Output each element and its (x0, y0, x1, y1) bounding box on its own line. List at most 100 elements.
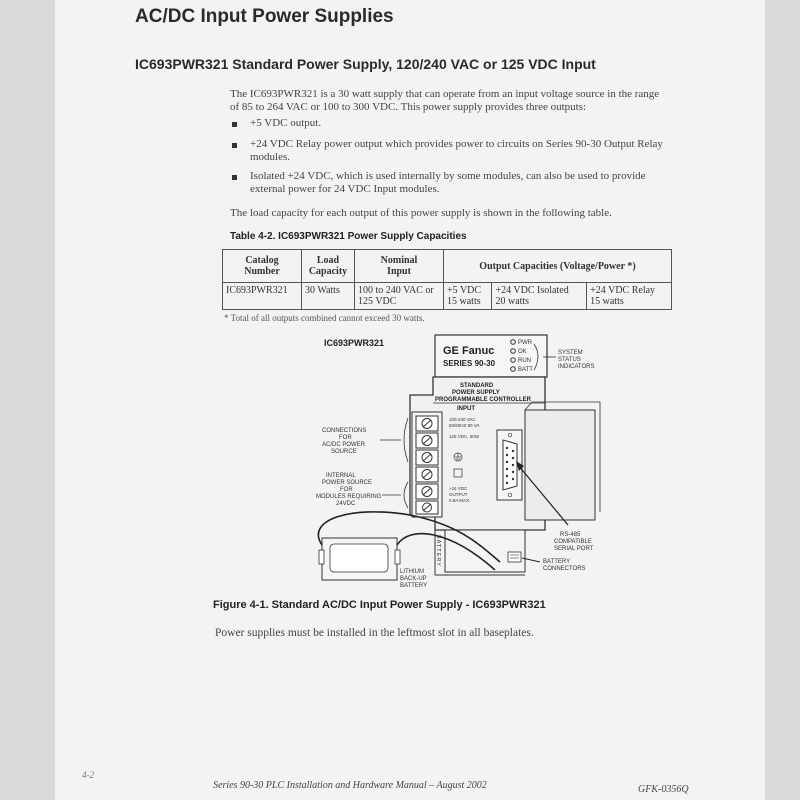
terminal-screw (415, 466, 439, 483)
polarity-icon (453, 468, 463, 478)
figure-caption: Figure 4-1. Standard AC/DC Input Power S… (213, 599, 546, 611)
cell-load: 30 Watts (301, 282, 355, 310)
series-label: SERIES 90-30 (443, 359, 496, 368)
header-line: PROGRAMMABLE CONTROLLER (435, 397, 532, 403)
cell-input: 100 to 240 VAC or 125 VDC (354, 282, 444, 310)
power-supply-diagram: IC693PWR321 GE Fanuc SERIES 90-30 PWR OK… (316, 334, 601, 589)
cell-catalog: IC693PWR321 (222, 282, 302, 310)
connections-label: FOR (339, 435, 352, 441)
battery-wire (396, 532, 496, 571)
status-bracket (533, 343, 539, 371)
output-power: 15 watts (447, 296, 481, 307)
brand-label: GE Fanuc (443, 345, 494, 357)
status-label: INDICATORS (558, 364, 594, 370)
led-ok (510, 348, 516, 354)
load-capacity-text: The load capacity for each output of thi… (230, 207, 612, 219)
connections-label: SOURCE (331, 449, 357, 455)
header-outputs: Output Capacities (Voltage/Power *) (443, 249, 672, 283)
intro-line: The IC693PWR321 is a 30 watt supply that… (230, 88, 660, 100)
internal-label: MODULES REQUIRING (316, 494, 382, 500)
connections-label: AC/DC POWER (322, 442, 366, 448)
connections-label: CONNECTIONS (322, 428, 366, 434)
output-voltage: +24 VDC Relay (590, 285, 656, 296)
bullet-marker (232, 143, 237, 148)
footer-doc-id: GFK-0356Q (638, 784, 689, 795)
led-label: PWR (518, 340, 533, 346)
output-rating: +24 VDC (449, 486, 468, 491)
model-label: IC693PWR321 (324, 338, 384, 348)
table-caption: Table 4-2. IC693PWR321 Power Supply Capa… (230, 231, 467, 242)
rs485-label: COMPATIBLE (554, 539, 592, 545)
battery-connectors-label: BATTERY (543, 559, 570, 565)
section-title: AC/DC Input Power Supplies (135, 6, 394, 27)
status-label: SYSTEM (558, 350, 583, 356)
output-voltage: +24 VDC Isolated (495, 285, 569, 296)
output-power: 20 watts (495, 296, 530, 307)
rs485-label: SERIAL PORT (554, 546, 594, 552)
rs485-label: RS-485 (560, 532, 581, 538)
terminal-screw (415, 500, 439, 515)
bullet-line: external power for 24 VDC Input modules. (250, 183, 440, 195)
internal-bracket (403, 481, 409, 509)
terminal-screw (415, 449, 439, 466)
header-input: Nominal Input (354, 249, 444, 283)
led-label: RUN (518, 358, 531, 364)
intro-line: of 85 to 264 VAC or 100 to 300 VDC. This… (230, 101, 587, 113)
connections-bracket (403, 417, 409, 463)
output-power: 15 watts (590, 296, 624, 307)
bullet-item: +24 VDC Relay power output which provide… (250, 138, 663, 164)
status-label: STATUS (558, 357, 581, 363)
terminal-screw (415, 432, 439, 449)
terminal-screw (415, 483, 439, 500)
bullet-line: +24 VDC Relay power output which provide… (250, 138, 663, 150)
internal-label: POWER SOURCE (322, 480, 372, 486)
bullet-line: +5 VDC output. (250, 117, 322, 129)
bullet-marker (232, 175, 237, 180)
input-rating: 125 VDC, 50W (449, 434, 480, 439)
header-load: Load Capacity (301, 249, 355, 283)
output-rating: 0.8A MAX. (449, 498, 470, 503)
header-line: STANDARD (460, 383, 494, 389)
input-rating: 100-240 VAC (449, 417, 476, 422)
output-voltage: +5 VDC (447, 285, 482, 296)
lithium-label: LITHIUM (400, 569, 424, 575)
led-label: BATT (518, 367, 533, 373)
terminal-block (411, 411, 443, 518)
status-leds: PWR OK RUN BATT (510, 339, 533, 373)
internal-label: 24VDC (336, 501, 356, 507)
table-footnote: * Total of all outputs combined cannot e… (224, 313, 425, 323)
table-row: IC693PWR321 30 Watts 100 to 240 VAC or 1… (222, 282, 672, 310)
footer-page-number: 4-2 (82, 770, 94, 780)
header-catalog: Catalog Number (222, 249, 302, 283)
arrowhead (516, 461, 524, 471)
lithium-label: BATTERY (400, 583, 427, 589)
bullet-item: +5 VDC output. (250, 117, 321, 130)
header-line: POWER SUPPLY (452, 390, 500, 396)
battery-connector (507, 551, 522, 563)
led-pwr (510, 339, 516, 345)
bullet-line: modules. (250, 151, 291, 163)
battery-wire (317, 511, 501, 563)
table-header-row: Catalog Number Load Capacity Nominal Inp… (222, 249, 672, 283)
rs485-leader (517, 464, 569, 526)
closing-text: Power supplies must be installed in the … (215, 627, 534, 639)
internal-label: INTERNAL (326, 473, 356, 479)
input-rating: 50/60HZ 90 VA (449, 423, 479, 428)
lithium-label: BACK-UP (400, 576, 427, 582)
footer-manual-title: Series 90-30 PLC Installation and Hardwa… (213, 780, 487, 791)
output-rating: OUTPUT (449, 492, 468, 497)
right-side-panel (524, 409, 596, 521)
led-run (510, 357, 516, 363)
bullet-marker (232, 122, 237, 127)
brand-panel (434, 334, 548, 378)
battery-connectors-leader (521, 557, 541, 563)
bullet-line: Isolated +24 VDC, which is used internal… (250, 170, 646, 182)
intro-paragraph: The IC693PWR321 is a 30 watt supply that… (230, 88, 659, 114)
lithium-battery-icon (318, 537, 401, 581)
led-label: OK (518, 349, 527, 355)
terminal-screw (415, 415, 439, 432)
capacity-table: Catalog Number Load Capacity Nominal Inp… (222, 249, 672, 310)
